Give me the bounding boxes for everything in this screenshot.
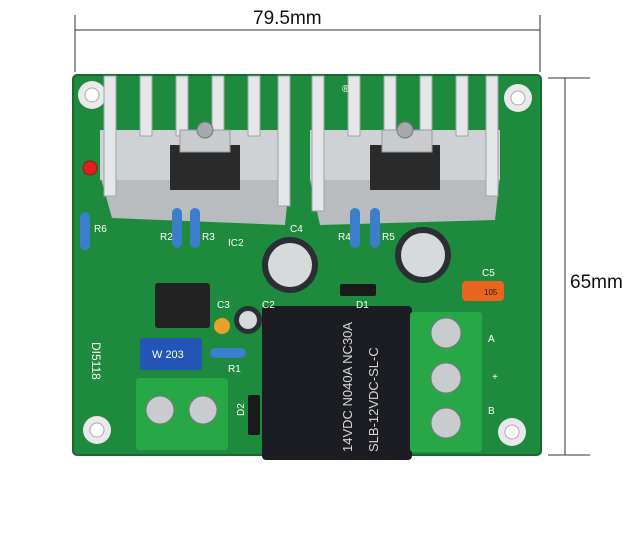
- label-a: A: [488, 334, 495, 345]
- mounting-holes: [78, 81, 532, 446]
- label-c4: C4: [290, 224, 303, 235]
- width-dimension-label: 79.5mm: [253, 8, 322, 29]
- potentiometer: [140, 338, 202, 370]
- diode-d2: [248, 395, 260, 435]
- relay: 14VDC N040A NC30A SLB-12VDC-SL-C: [262, 306, 412, 460]
- label-r1: R1: [228, 364, 241, 375]
- label-r2: R2: [160, 232, 173, 243]
- red-led: [82, 160, 98, 176]
- label-r5: R5: [382, 232, 395, 243]
- label-plus: +: [492, 372, 498, 383]
- label-d1: D1: [356, 300, 369, 311]
- resistors: [80, 208, 380, 358]
- heatsink-left: [100, 75, 291, 225]
- terminal-block-left: [136, 378, 228, 450]
- relay-text-line1: 14VDC N040A NC30A: [340, 322, 355, 452]
- label-d2: D2: [236, 403, 247, 416]
- terminal-block-right: [410, 312, 482, 452]
- diode-d1: [340, 284, 376, 296]
- label-mark: ®: [342, 84, 350, 95]
- capacitor-c5-label: 105: [484, 288, 498, 297]
- relay-text-line2: SLB-12VDC-SL-C: [366, 347, 381, 452]
- label-r6: R6: [94, 224, 107, 235]
- label-b: B: [488, 406, 495, 417]
- label-r3: R3: [202, 232, 215, 243]
- label-r4: R4: [338, 232, 351, 243]
- capacitors: [214, 227, 451, 334]
- height-dimension-label: 65mm: [570, 272, 623, 293]
- label-c3: C3: [217, 300, 230, 311]
- capacitor-c5: [462, 281, 504, 301]
- label-c5: C5: [482, 268, 495, 279]
- label-c2: C2: [262, 300, 275, 311]
- potentiometer-label: W 203: [152, 349, 184, 361]
- ic-chip: [155, 283, 210, 328]
- label-board-id: DI5118: [89, 342, 103, 380]
- label-ic2: IC2: [228, 238, 244, 249]
- dimension-lines: [74, 15, 590, 456]
